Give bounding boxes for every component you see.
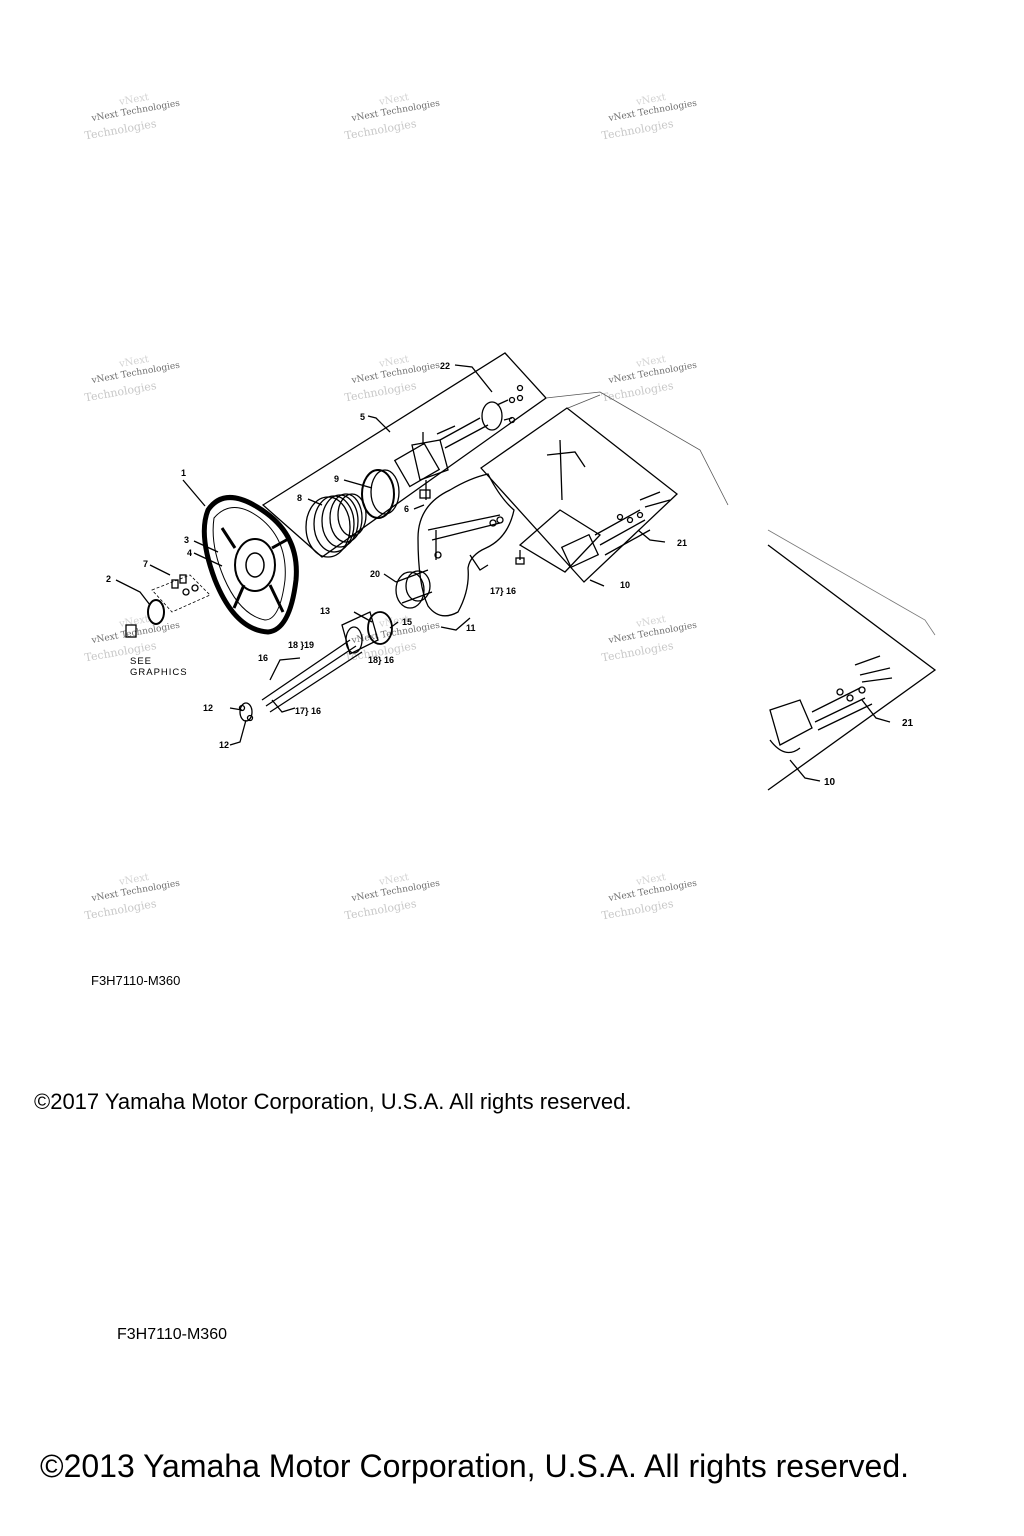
inset-detail-parts — [769, 655, 893, 754]
callout-15: 15 — [402, 617, 412, 627]
callout-6: 6 — [404, 504, 409, 514]
callout-7: 7 — [143, 559, 148, 569]
helm-ring — [361, 469, 395, 519]
callout-9: 9 — [334, 474, 339, 484]
callout-10: 10 — [620, 580, 630, 590]
panel-mount-plate — [480, 407, 678, 583]
copyright-2013: ©2013 Yamaha Motor Corporation, U.S.A. A… — [40, 1448, 910, 1484]
mount-gasket — [417, 473, 515, 617]
callout-4: 4 — [187, 548, 192, 558]
helm-boot — [305, 493, 367, 558]
diagram-code-1: F3H7110-M360 — [91, 973, 181, 988]
callout-20: 20 — [370, 569, 380, 579]
diagram-code-2: F3H7110-M360 — [117, 1326, 227, 1343]
callout-16: 16 — [258, 653, 268, 663]
callout-2: 2 — [106, 574, 111, 584]
callout-21: 21 — [677, 538, 687, 548]
callout-1: 1 — [181, 468, 186, 478]
see-graphics-note: SEE GRAPHICS — [130, 656, 188, 678]
label-17-16-b: 17} 16 — [295, 706, 321, 716]
callout-12: 12 — [203, 703, 213, 713]
callout-22: 22 — [440, 361, 450, 371]
copyright-2017: ©2017 Yamaha Motor Corporation, U.S.A. A… — [34, 1089, 632, 1114]
see-graphics-line1: SEE — [130, 656, 153, 667]
label-17-16-a: 17} 16 — [490, 586, 516, 596]
helm-unit — [393, 384, 524, 500]
hub-cap-ring — [147, 599, 165, 625]
label-18-16: 18} 16 — [368, 655, 394, 665]
callout-21-inset: 21 — [902, 718, 914, 729]
callout-11: 11 — [466, 623, 476, 633]
steering-wheel — [201, 495, 299, 635]
detail-inset-frame — [767, 544, 937, 791]
label-18-19: 18 }19 — [288, 640, 314, 650]
callout-5: 5 — [360, 412, 365, 422]
mount-bracket — [515, 439, 671, 573]
callout-10-inset: 10 — [824, 777, 836, 788]
callout-8: 8 — [297, 493, 302, 503]
callout-13: 13 — [320, 606, 330, 616]
callout-3: 3 — [184, 535, 189, 545]
see-graphics-line2: GRAPHICS — [130, 667, 188, 678]
callout-12-lower: 12 — [219, 740, 229, 750]
